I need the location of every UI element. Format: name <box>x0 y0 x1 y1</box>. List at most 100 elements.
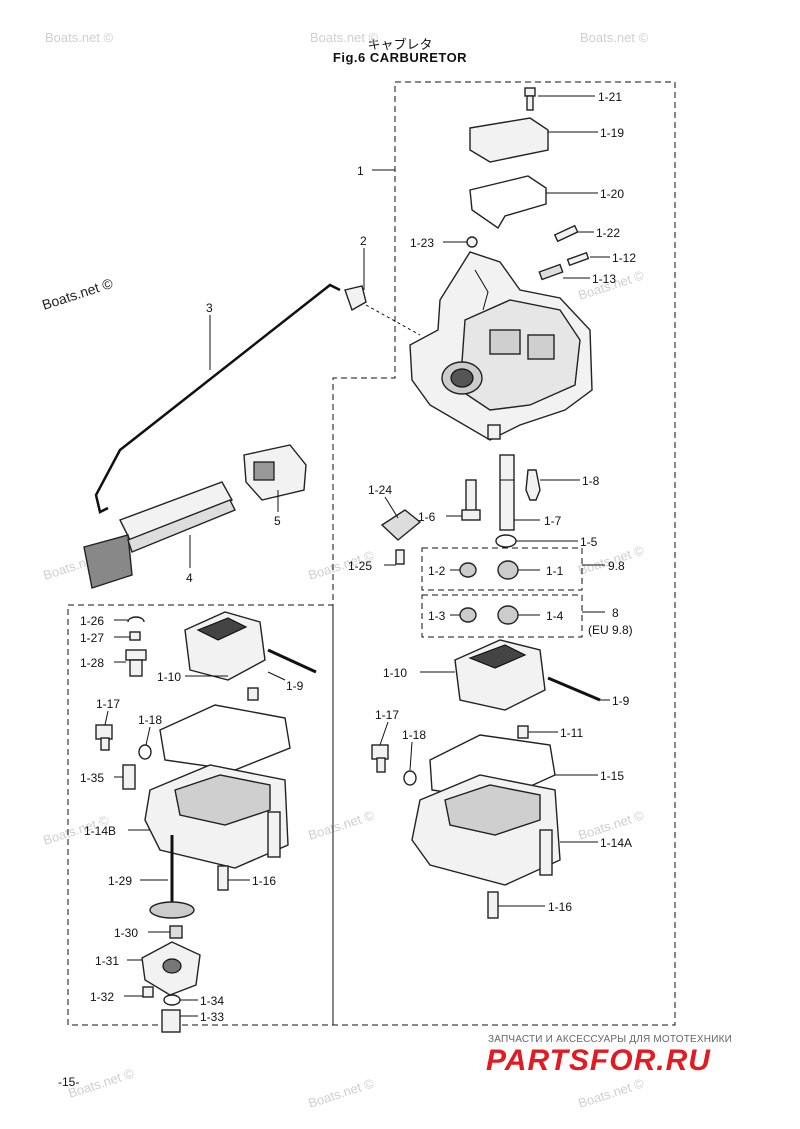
watermark-text: Boats.net © <box>45 30 114 45</box>
float-pin-1-9-left <box>267 648 317 674</box>
screw-1-32 <box>142 986 154 998</box>
callout-1-5: 1-5 <box>580 535 598 549</box>
float-chamber-1-14B <box>144 764 289 869</box>
jet-1-1 <box>497 560 519 580</box>
watermark-text: Boats.net © <box>580 30 649 45</box>
callout-1-21: 1-21 <box>598 90 622 104</box>
washer-1-18-left <box>138 744 152 760</box>
nut-1-23 <box>466 236 478 248</box>
callout-1-12: 1-12 <box>612 251 636 265</box>
callout-1-3: 1-3 <box>428 609 446 623</box>
float-valve-1-8 <box>525 469 541 501</box>
screw-1-25 <box>395 549 405 565</box>
callout-1-29: 1-29 <box>108 874 132 888</box>
callout-1-2: 1-2 <box>428 564 446 578</box>
callout-1-18-left: 1-18 <box>138 713 162 727</box>
o-ring-1-5 <box>495 534 517 548</box>
callout-1-24: 1-24 <box>368 483 392 497</box>
screw-1-22 <box>553 224 579 243</box>
choke-link-rod-3 <box>94 283 341 514</box>
callout-1-16-right: 1-16 <box>548 900 572 914</box>
callout-1-19: 1-19 <box>600 126 624 140</box>
callout-1-1: 1-1 <box>546 564 564 578</box>
callout-1-10-left: 1-10 <box>157 670 181 684</box>
float-1-10-left <box>184 611 266 681</box>
drain-bolt-1-16-right <box>487 891 499 919</box>
jet-1-28 <box>125 649 147 677</box>
callout-1-8: 1-8 <box>582 474 600 488</box>
callout-eu-9-8: (EU 9.8) <box>588 623 633 637</box>
callout-1-4: 1-4 <box>546 609 564 623</box>
screw-1-12 <box>566 251 590 267</box>
ring-1-26 <box>127 616 145 623</box>
callout-1-14B: 1-14B <box>84 824 116 838</box>
pilot-jet-1-6 <box>461 479 481 521</box>
float-1-10-right <box>454 639 546 711</box>
knob-sleeve-5 <box>243 444 307 501</box>
callout-1-13: 1-13 <box>592 272 616 286</box>
callout-1-26: 1-26 <box>80 614 104 628</box>
callout-1-28: 1-28 <box>80 656 104 670</box>
plate-1-24 <box>380 509 422 541</box>
callout-1-33: 1-33 <box>200 1010 224 1024</box>
callout-5: 5 <box>274 514 281 528</box>
callout-1-9-left: 1-9 <box>286 679 304 693</box>
callout-1-14A: 1-14A <box>600 836 632 850</box>
callout-1: 1 <box>357 164 364 178</box>
washer-1-34 <box>163 994 181 1006</box>
washer-1-18-right <box>403 770 417 786</box>
carburetor-body <box>409 251 593 441</box>
callout-1-27: 1-27 <box>80 631 104 645</box>
callout-1-31: 1-31 <box>95 954 119 968</box>
dashed-connector <box>365 304 421 336</box>
callout-4: 4 <box>186 571 193 585</box>
callout-3: 3 <box>206 301 213 315</box>
watermark-text: Boats.net © <box>306 1075 376 1110</box>
cap-1-27 <box>129 631 141 641</box>
callout-8: 8 <box>612 606 619 620</box>
callout-1-15: 1-15 <box>600 769 624 783</box>
drain-screw-1-17-left <box>95 724 113 751</box>
main-nozzle-1-7 <box>499 454 515 531</box>
callout-1-11: 1-11 <box>560 726 583 740</box>
callout-1-23: 1-23 <box>410 236 434 250</box>
callout-1-18-right: 1-18 <box>402 728 426 742</box>
cover-gasket-1-20 <box>469 175 547 230</box>
callout-2: 2 <box>360 234 367 248</box>
figure-title: Fig.6 CARBURETOR <box>332 50 468 65</box>
spring-1-13 <box>538 263 564 281</box>
leader-lines <box>104 95 610 1017</box>
watermark-text: Boats.net © <box>306 807 376 842</box>
drain-screw-1-17-right <box>371 744 389 773</box>
callout-1-34: 1-34 <box>200 994 224 1008</box>
jet-1-4 <box>497 605 519 625</box>
watermark-text: Boats.net © <box>310 30 379 45</box>
jet-group-8-boundary <box>421 594 583 638</box>
cover-screw-1-21 <box>524 87 536 111</box>
plunger-1-29 <box>149 835 195 919</box>
callout-1-17-right: 1-17 <box>375 708 399 722</box>
callout-1-17-left: 1-17 <box>96 697 120 711</box>
callout-9-8: 9.8 <box>608 559 625 573</box>
screw-1-11 <box>517 725 529 739</box>
float-gasket-left <box>159 704 291 771</box>
callout-1-32: 1-32 <box>90 990 114 1004</box>
jet-1-2 <box>459 562 477 578</box>
callout-1-9-right: 1-9 <box>612 694 630 708</box>
callout-1-10-right: 1-10 <box>383 666 407 680</box>
jet-group-9-8-boundary <box>421 547 583 591</box>
float-pin-1-9-right <box>547 676 601 702</box>
callout-labels: 1-21 1-19 1-20 1-22 1-12 1-13 1-23 1 2 3… <box>80 90 636 1024</box>
choke-knob-4 <box>83 481 236 589</box>
float-chamber-1-14A <box>411 774 561 886</box>
callout-1-7: 1-7 <box>544 514 562 528</box>
drain-plug-1-33 <box>161 1009 181 1033</box>
watermark-text: Boats.net © <box>40 275 115 313</box>
jet-1-3 <box>459 607 477 623</box>
callout-1-6: 1-6 <box>418 510 436 524</box>
screw-1-11-left <box>247 687 259 701</box>
callout-1-30: 1-30 <box>114 926 138 940</box>
callout-1-35: 1-35 <box>80 771 104 785</box>
watermark-text: Boats.net © <box>576 1075 646 1110</box>
